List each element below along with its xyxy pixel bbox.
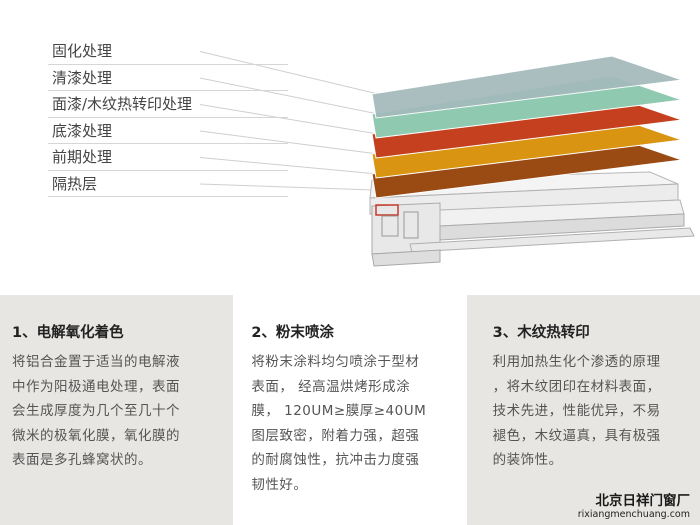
panel-body: 将铝合金置于适当的电解液 中作为阳极通电处理，表面 会生成厚度为几个至几十个 微… bbox=[12, 350, 219, 473]
layer-label-pretreatment: 前期处理 bbox=[48, 144, 288, 171]
layer-label-clearcoat: 清漆处理 bbox=[48, 65, 288, 91]
panel-line: 利用加热生化个渗透的原理 bbox=[492, 354, 661, 370]
panel-title: 3、木纹热转印 bbox=[492, 325, 590, 341]
panel-line: 图层致密，附着力强，超强 bbox=[251, 427, 420, 444]
panel-line: 中作为阳极通电处理，表面 bbox=[12, 378, 180, 395]
panel-line: 技术先进，性能优异，不易 bbox=[492, 403, 661, 419]
leader-line bbox=[199, 130, 379, 155]
aluminum-profile bbox=[369, 171, 695, 267]
panel-line: 微米的极氧化膜，氧化膜的 bbox=[12, 427, 180, 444]
leader-line bbox=[199, 51, 379, 95]
panel-line: 将粉末涂料均匀喷涂于型材 bbox=[251, 354, 420, 370]
coating-layers bbox=[371, 55, 683, 199]
layer-label-primer: 底漆处理 bbox=[48, 118, 288, 144]
layer-curing bbox=[371, 55, 683, 119]
leader-line bbox=[199, 183, 375, 191]
panel-body: 将粉末涂料均匀喷涂于型材 表面， 经高温烘烤形成涂 膜， 120UM≥膜厚≥40… bbox=[251, 350, 452, 497]
layer-label-list: 固化处理 清漆处理 面漆/木纹热转印处理 底漆处理 前期处理 隔热层 bbox=[48, 38, 288, 197]
layer-label-insulation: 隔热层 bbox=[48, 171, 288, 197]
leader-lines bbox=[199, 51, 379, 191]
leader-line bbox=[199, 77, 379, 115]
panel-line: 膜， 120UM≥膜厚≥40UM bbox=[251, 403, 427, 419]
layer-label-topcoat: 面漆/木纹热转印处理 bbox=[48, 91, 288, 118]
watermark-title: 北京日祥门窗厂 bbox=[595, 493, 691, 509]
layer-diagram bbox=[199, 51, 695, 267]
leader-line bbox=[199, 104, 379, 135]
panel-line: 韧性好。 bbox=[251, 476, 308, 493]
panel-anodizing: 1、电解氧化着色 将铝合金置于适当的电解液 中作为阳极通电处理，表面 会生成厚度… bbox=[0, 295, 234, 525]
panel-line: ，将木纹团印在材料表面， bbox=[492, 378, 661, 395]
panel-line: 褪色，木纹逼真，具有极强 bbox=[492, 427, 661, 444]
watermark: 北京日祥门窗厂 rixiangmenchuang.com bbox=[578, 493, 690, 521]
panel-line: 表面是多孔蜂窝状的。 bbox=[12, 452, 152, 468]
layer-label-curing: 固化处理 bbox=[48, 38, 288, 65]
panel-line: 表面， 经高温烘烤形成涂 bbox=[251, 378, 411, 395]
panel-line: 的耐腐蚀性，抗冲击力度强 bbox=[251, 452, 420, 468]
panel-wood-grain-transfer: 3、木纹热转印 利用加热生化个渗透的原理 ，将木纹团印在材料表面， 技术先进，性… bbox=[466, 295, 700, 525]
panel-line: 会生成厚度为几个至几十个 bbox=[12, 403, 180, 419]
panel-title: 1、电解氧化着色 bbox=[12, 325, 124, 341]
panel-title: 2、粉末喷涂 bbox=[251, 325, 334, 341]
watermark-url: rixiangmenchuang.com bbox=[577, 509, 690, 520]
panel-powder-coating: 2、粉末喷涂 将粉末涂料均匀喷涂于型材 表面， 经高温烘烤形成涂 膜， 120U… bbox=[233, 295, 467, 525]
process-panels: 1、电解氧化着色 将铝合金置于适当的电解液 中作为阳极通电处理，表面 会生成厚度… bbox=[0, 295, 700, 525]
panel-body: 利用加热生化个渗透的原理 ，将木纹团印在材料表面， 技术先进，性能优异，不易 褪… bbox=[493, 350, 686, 473]
panel-line: 将铝合金置于适当的电解液 bbox=[12, 354, 180, 370]
leader-line bbox=[199, 157, 379, 175]
panel-line: 的装饰性。 bbox=[492, 452, 563, 468]
